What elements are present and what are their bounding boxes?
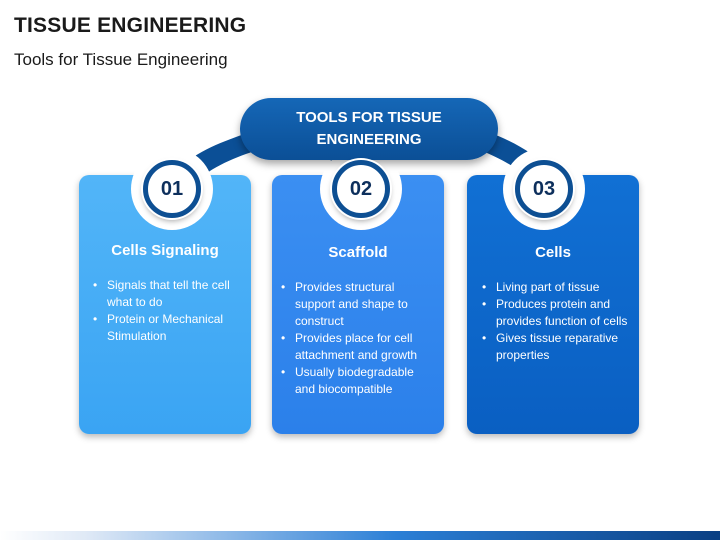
page-title: TISSUE ENGINEERING xyxy=(14,14,247,37)
page-subtitle: Tools for Tissue Engineering xyxy=(14,50,228,69)
card-title: Cells xyxy=(535,244,571,261)
bullet-list: Living part of tissue Produces protein a… xyxy=(482,279,628,364)
step-number-1: 01 xyxy=(143,160,201,218)
list-item: Usually biodegradable and biocompatible xyxy=(281,364,437,398)
list-item: Provides structural support and shape to… xyxy=(281,279,437,330)
list-item: Signals that tell the cell what to do xyxy=(93,277,243,311)
card-title: Cells Signaling xyxy=(111,242,219,259)
step-number-3: 03 xyxy=(515,160,573,218)
hub-label: TOOLS FOR TISSUE ENGINEERING xyxy=(296,109,442,148)
footer-gradient-bar xyxy=(0,531,720,540)
bullet-list: Provides structural support and shape to… xyxy=(281,279,437,398)
list-item: Living part of tissue xyxy=(482,279,628,296)
bullet-list: Signals that tell the cell what to do Pr… xyxy=(93,277,243,345)
step-number-2: 02 xyxy=(332,160,390,218)
card-title: Scaffold xyxy=(328,244,388,261)
list-item: Produces protein and provides function o… xyxy=(482,296,628,330)
list-item: Protein or Mechanical Stimulation xyxy=(93,311,243,345)
list-item: Gives tissue reparative properties xyxy=(482,330,628,364)
hub-pill: TOOLS FOR TISSUE ENGINEERING xyxy=(240,98,498,160)
list-item: Provides place for cell attachment and g… xyxy=(281,330,437,364)
